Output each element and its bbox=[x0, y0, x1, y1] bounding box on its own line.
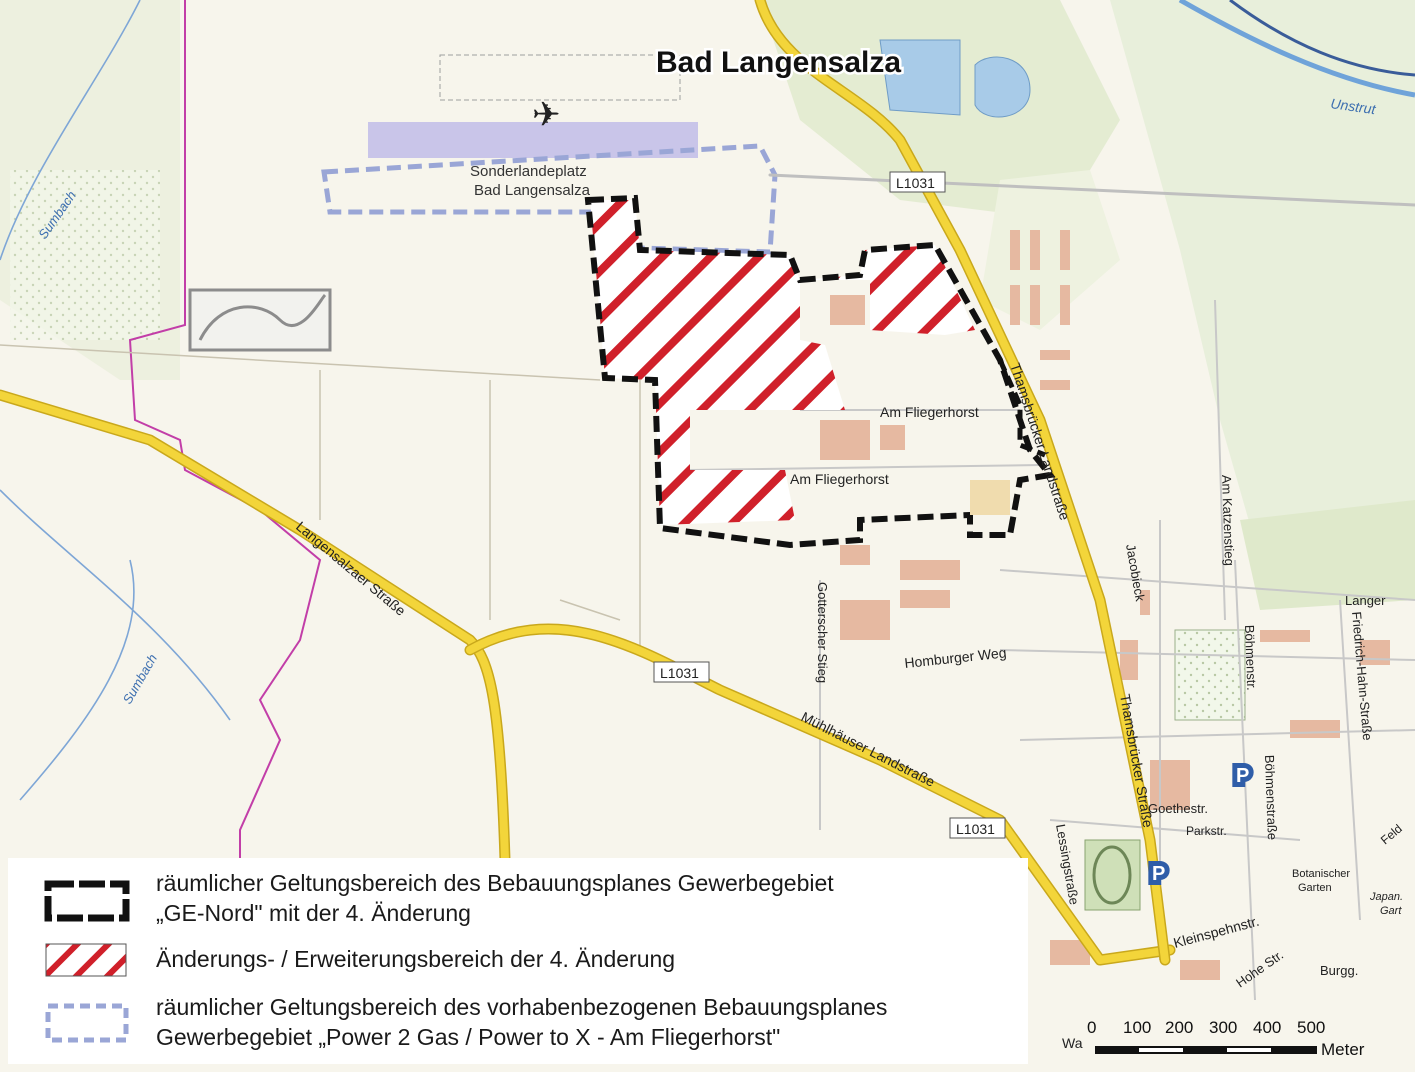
label-gotterscher-stieg: Gotterscher Stieg bbox=[815, 582, 830, 683]
field-paths bbox=[0, 260, 641, 650]
legend-text-ge-nord-1: räumlicher Geltungsbereich des Bebauungs… bbox=[156, 870, 834, 896]
label-am-fliegerhorst-2: Am Fliegerhorst bbox=[790, 471, 889, 487]
parking-icon-2: P bbox=[1152, 863, 1165, 885]
legend-text-power2gas-1: räumlicher Geltungsbereich des vorhabenb… bbox=[156, 994, 888, 1020]
legend-symbol-blue-dashed bbox=[45, 1003, 129, 1043]
svg-text:L1031: L1031 bbox=[956, 821, 995, 837]
svg-text:L1031: L1031 bbox=[896, 175, 935, 191]
meadow-west bbox=[10, 170, 160, 340]
boundary-ge-nord bbox=[584, 194, 1056, 549]
legend-text-hatched: Änderungs- / Erweiterungsbereich der 4. … bbox=[156, 946, 676, 972]
l1031-shield-north: L1031 bbox=[889, 171, 946, 193]
label-burgg: Burgg. bbox=[1320, 963, 1358, 978]
label-airfield-1: Sonderlandeplatz bbox=[470, 163, 587, 180]
streams bbox=[0, 0, 231, 801]
l1031-shield-center: L1031 bbox=[653, 661, 710, 683]
legend-symbol-black-dashed bbox=[44, 880, 130, 922]
boundary-ge-nord-inner bbox=[997, 358, 1046, 458]
facility-symbol bbox=[970, 480, 1010, 515]
label-wa: Wa bbox=[1062, 1035, 1083, 1051]
parking-icon-1: P bbox=[1236, 765, 1249, 787]
legend-symbol-red-hatch bbox=[45, 943, 127, 977]
label-japan-gart: Gart bbox=[1380, 905, 1402, 917]
label-goethestr: Goethestr. bbox=[1148, 801, 1208, 816]
sports-track bbox=[1092, 845, 1132, 905]
label-airfield-2: Bad Langensalza bbox=[474, 182, 591, 199]
scale-bar-graphic bbox=[1095, 1046, 1317, 1054]
scale-bar: 0 100 200 300 400 500 Meter bbox=[1085, 1018, 1385, 1068]
svg-text:L1031: L1031 bbox=[660, 665, 699, 681]
legend-text-power2gas-2: Gewerbegebiet „Power 2 Gas / Power to X … bbox=[156, 1024, 781, 1050]
legend-text-ge-nord-2: „GE-Nord" mit der 4. Änderung bbox=[156, 900, 471, 926]
scale-tick-300: 300 bbox=[1209, 1018, 1238, 1037]
label-boehmenstr: Böhmenstr. bbox=[1242, 625, 1259, 691]
town-streets bbox=[689, 299, 1415, 1001]
main-roads bbox=[0, 0, 1415, 966]
kart-track bbox=[188, 288, 332, 352]
label-japan: Japan. bbox=[1369, 891, 1403, 903]
cemetery-park bbox=[1174, 629, 1246, 721]
railway bbox=[1229, 0, 1415, 77]
scale-tick-400: 400 bbox=[1253, 1018, 1282, 1037]
legend-item-power2gas: räumlicher Geltungsbereich des vorhabenb… bbox=[8, 992, 1028, 1056]
taxiway bbox=[439, 54, 681, 101]
legend-item-hatched: Änderungs- / Erweiterungsbereich der 4. … bbox=[8, 940, 1028, 980]
label-am-fliegerhorst-1: Am Fliegerhorst bbox=[880, 404, 979, 420]
scale-unit: Meter bbox=[1321, 1040, 1365, 1059]
label-river-unstrut: Unstrut bbox=[1330, 95, 1378, 117]
label-garten: Garten bbox=[1298, 882, 1332, 894]
scale-tick-200: 200 bbox=[1165, 1018, 1194, 1037]
label-parkstr: Parkstr. bbox=[1186, 824, 1227, 838]
airport-icon: ✈ bbox=[532, 96, 561, 134]
label-boehmenstrasse: Böhmenstraße bbox=[1262, 755, 1280, 841]
label-botanischer: Botanischer bbox=[1292, 868, 1350, 880]
water-bodies bbox=[879, 39, 1031, 118]
l1031-shield-south: L1031 bbox=[949, 817, 1006, 839]
map-legend: räumlicher Geltungsbereich des Bebauungs… bbox=[8, 858, 1028, 1064]
legend-item-ge-nord: räumlicher Geltungsbereich des Bebauungs… bbox=[8, 866, 1028, 930]
scale-tick-100: 100 bbox=[1123, 1018, 1152, 1037]
river-unstrut bbox=[1178, 0, 1415, 98]
town-title: Bad Langensalza bbox=[656, 46, 901, 79]
label-langer: Langer bbox=[1345, 593, 1386, 608]
label-am-katzenstieg: Am Katzenstieg bbox=[1219, 475, 1237, 567]
scale-tick-0: 0 bbox=[1087, 1018, 1097, 1037]
change-area-hatched bbox=[590, 200, 975, 525]
scale-tick-500: 500 bbox=[1297, 1018, 1326, 1037]
